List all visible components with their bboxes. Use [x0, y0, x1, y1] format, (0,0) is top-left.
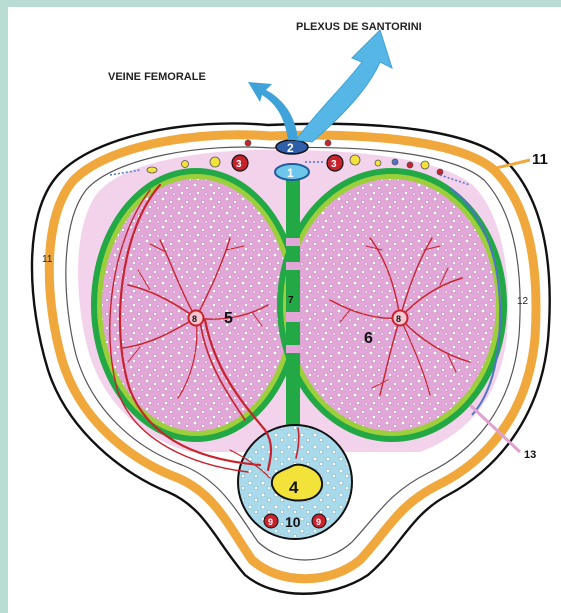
number-8-right: 8	[396, 314, 401, 324]
number-9-right: 9	[316, 517, 321, 527]
number-9-left: 9	[268, 517, 273, 527]
number-1: 1	[287, 166, 294, 180]
number-13: 13	[524, 449, 536, 461]
septum-gap	[286, 262, 300, 270]
veine-femorale-label: VEINE FEMORALE	[108, 71, 206, 83]
plexus-santorini-label: PLEXUS DE SANTORINI	[296, 21, 422, 33]
septum-gap	[286, 238, 300, 246]
penis-cross-section-diagram: PLEXUS DE SANTORINI VEINE FEMORALE 2 1 3…	[8, 7, 561, 613]
septum-gap	[286, 345, 300, 353]
number-8-left: 8	[192, 314, 197, 324]
number-4: 4	[289, 478, 299, 497]
number-5: 5	[224, 310, 233, 327]
number-3-right: 3	[331, 159, 337, 170]
number-10: 10	[285, 514, 301, 530]
diagram-frame: PLEXUS DE SANTORINI VEINE FEMORALE 2 1 3…	[8, 7, 561, 613]
number-3-left: 3	[236, 159, 242, 170]
septum-gap	[286, 312, 300, 322]
number-2: 2	[287, 141, 294, 155]
number-7: 7	[288, 295, 294, 306]
number-6: 6	[364, 330, 373, 347]
number-11-left: 11	[42, 254, 53, 265]
number-11-right: 11	[532, 151, 548, 168]
number-12: 12	[517, 296, 529, 307]
right-corpus-dots	[288, 179, 496, 431]
